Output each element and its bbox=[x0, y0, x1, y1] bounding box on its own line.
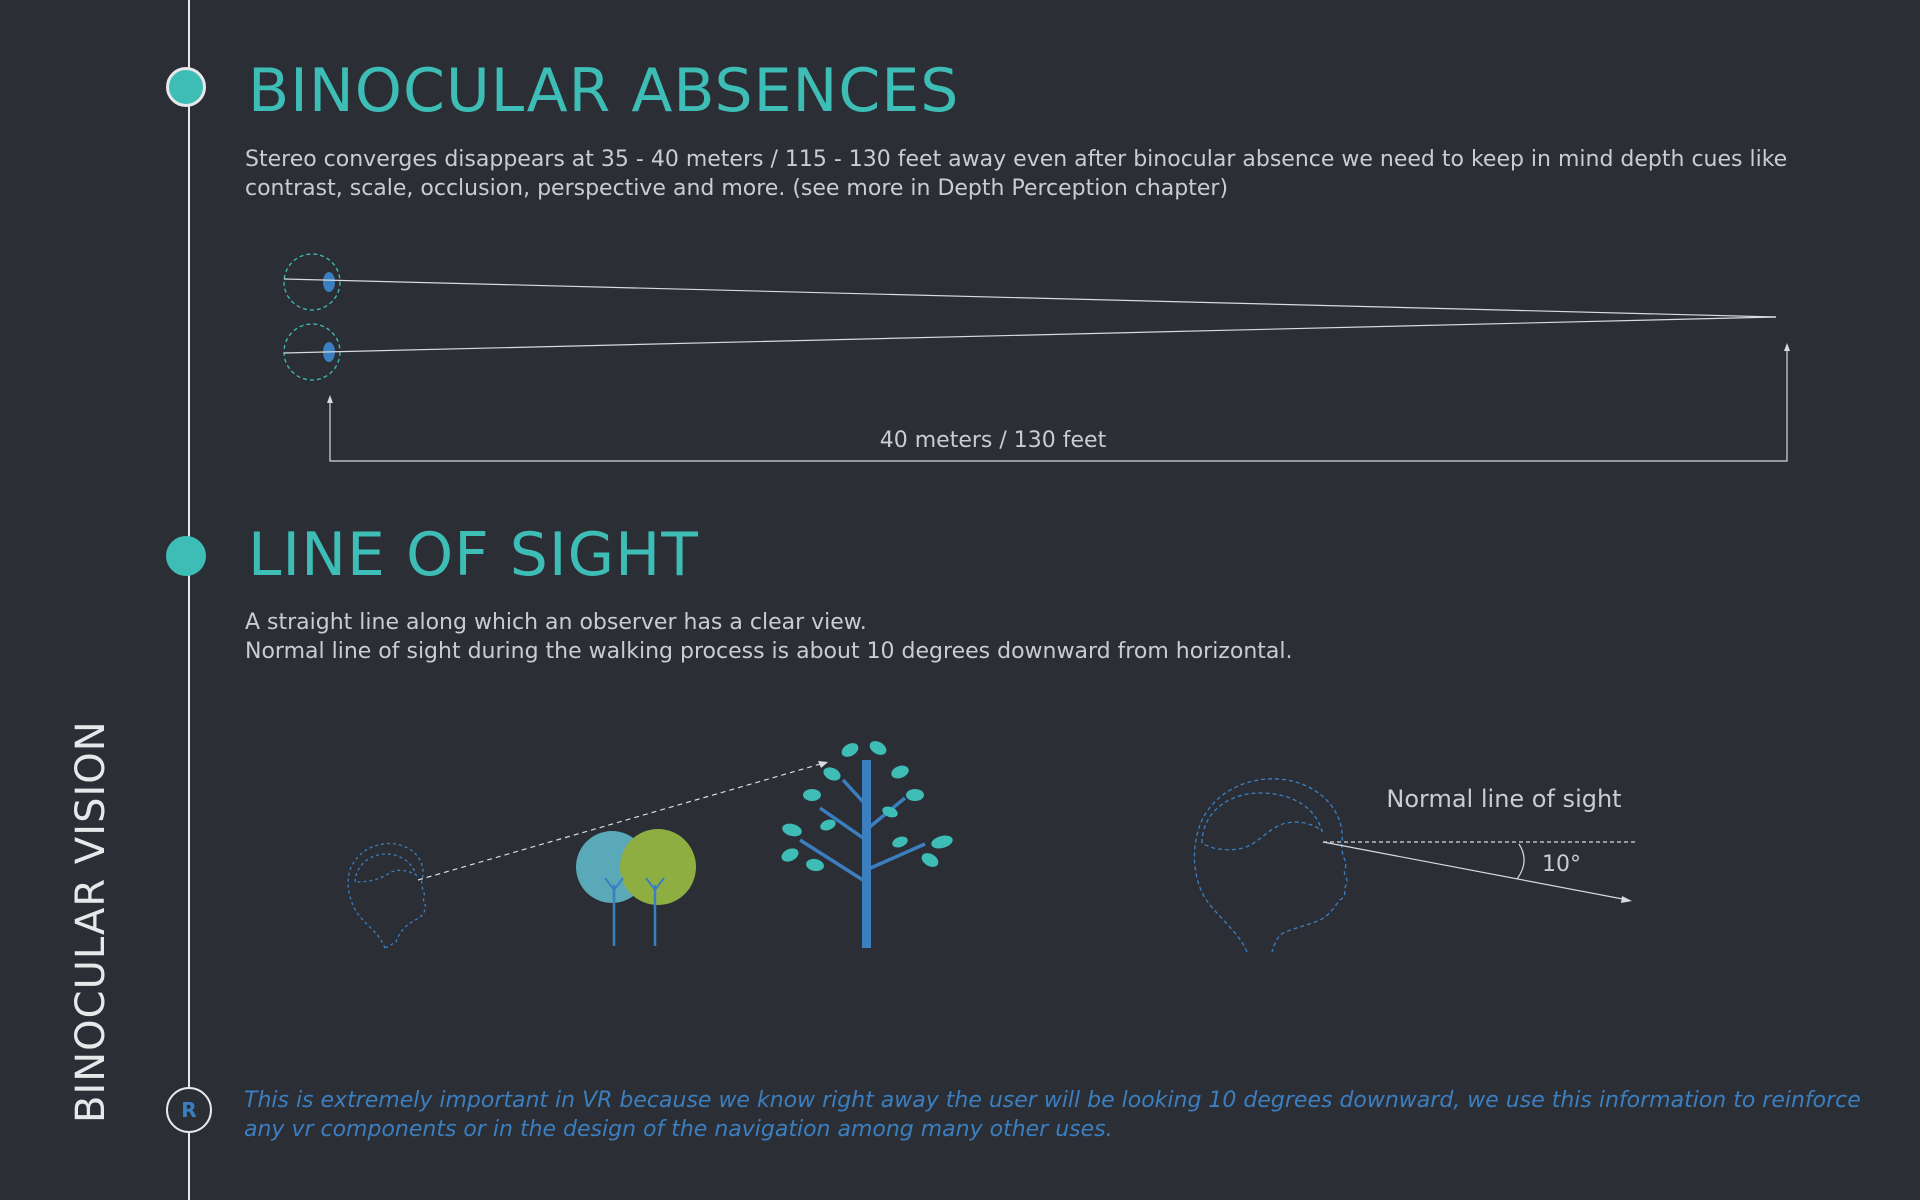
upward-sight-line bbox=[417, 762, 825, 881]
normal-line-label: Normal line of sight bbox=[1386, 785, 1621, 813]
large-head-icon bbox=[1193, 778, 1348, 953]
binocular-absences-description: Stereo converges disappears at 35 - 40 m… bbox=[245, 147, 1788, 201]
section-title-binocular-absences: BINOCULAR ABSENCES bbox=[248, 56, 960, 126]
section-marker-line-of-sight bbox=[166, 536, 206, 576]
sight-arrowhead bbox=[818, 761, 828, 768]
distance-label: 40 meters / 130 feet bbox=[880, 428, 1107, 453]
line-of-sight-walking-note: Normal line of sight during the walking … bbox=[245, 639, 1293, 664]
distance-bracket bbox=[327, 343, 1790, 462]
angle-arc bbox=[1516, 843, 1525, 880]
section-marker-binocular-absences bbox=[166, 67, 206, 107]
line-of-sight-definition: A straight line along which an observer … bbox=[245, 610, 867, 635]
line-of-sight-description: A straight line along which an observer … bbox=[245, 608, 1805, 666]
binocular-distance-diagram: 40 meters / 130 feet bbox=[283, 253, 1790, 462]
left-eye-icon bbox=[283, 253, 341, 311]
note-marker: R bbox=[166, 1087, 212, 1133]
left-eye-sight-line bbox=[283, 278, 1777, 318]
normal-sight-line bbox=[1322, 841, 1629, 901]
timeline-line bbox=[188, 0, 190, 1200]
line-of-sight-illustration bbox=[347, 741, 953, 949]
right-eye-sight-line bbox=[283, 316, 1777, 354]
vr-note: This is extremely important in VR becaus… bbox=[244, 1088, 1861, 1142]
round-trees-icon bbox=[576, 829, 696, 946]
normal-sight-arrowhead bbox=[1621, 896, 1632, 903]
angle-label: 10° bbox=[1542, 852, 1581, 877]
section-title-line-of-sight: LINE OF SIGHT bbox=[248, 520, 699, 590]
leafy-tree-icon bbox=[781, 741, 953, 948]
normal-line-of-sight-diagram: Normal line of sight 10° bbox=[1193, 778, 1638, 953]
side-title: BINOCULAR VISION bbox=[68, 720, 114, 1123]
small-head-icon bbox=[347, 842, 427, 949]
